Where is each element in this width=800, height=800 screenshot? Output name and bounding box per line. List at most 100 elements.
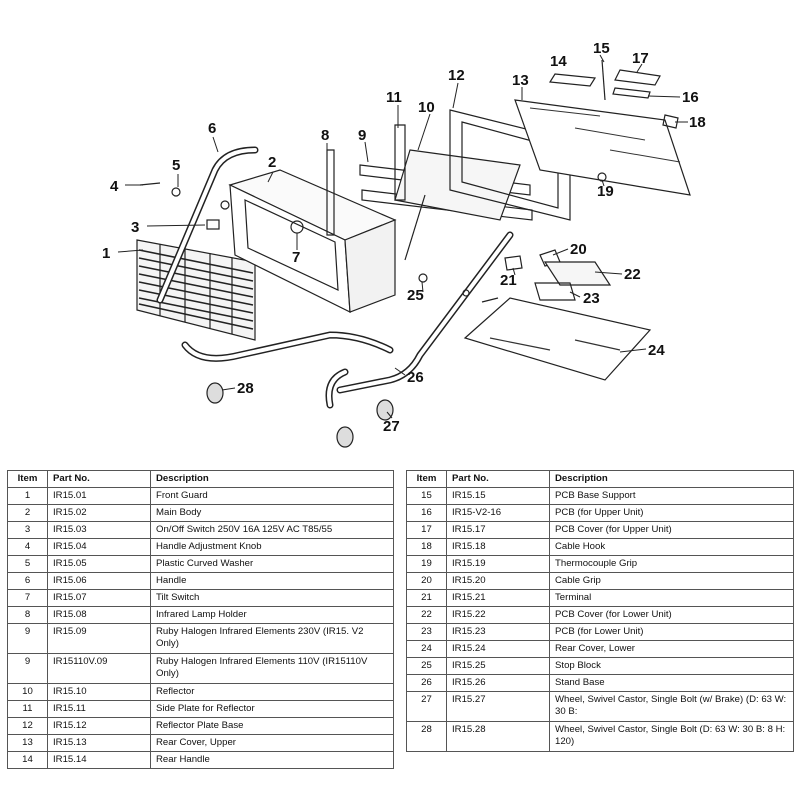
item-cell: 5	[7, 555, 48, 573]
description-cell: Handle Adjustment Knob	[150, 538, 394, 556]
description-cell: PCB Cover (for Lower Unit)	[549, 606, 794, 624]
part-no-cell: IR15.25	[446, 657, 550, 675]
lower-parts-drawing	[139, 172, 652, 381]
description-cell: Handle	[150, 572, 394, 590]
callout-21: 21	[500, 272, 517, 289]
description-cell: Side Plate for Reflector	[150, 700, 394, 718]
item-cell: 27	[406, 691, 447, 722]
header-part-no: Part No.	[47, 470, 151, 488]
item-cell: 6	[7, 572, 48, 590]
callout-23: 23	[583, 290, 600, 307]
callout-4: 4	[110, 178, 119, 195]
description-cell: PCB Base Support	[549, 487, 794, 505]
part-no-cell: IR15.04	[47, 538, 151, 556]
callout-10: 10	[418, 99, 435, 116]
description-cell: Stop Block	[549, 657, 794, 675]
item-cell: 12	[7, 717, 48, 735]
part-no-cell: IR15.15	[446, 487, 550, 505]
leader-lines	[117, 54, 688, 419]
callout-6: 6	[208, 120, 216, 137]
item-cell: 22	[406, 606, 447, 624]
part-no-cell: IR15.21	[446, 589, 550, 607]
item-cell: 8	[7, 606, 48, 624]
callout-14: 14	[550, 53, 567, 70]
part-no-cell: IR15.06	[47, 572, 151, 590]
part-no-cell: IR15.18	[446, 538, 550, 556]
callout-16: 16	[682, 89, 699, 106]
item-cell: 10	[7, 683, 48, 701]
header-description: Description	[549, 470, 794, 488]
part-no-cell: IR15.22	[446, 606, 550, 624]
description-cell: Tilt Switch	[150, 589, 394, 607]
item-cell: 25	[406, 657, 447, 675]
item-cell: 11	[7, 700, 48, 718]
description-cell: Rear Cover, Upper	[150, 734, 394, 752]
item-cell: 24	[406, 640, 447, 658]
description-cell: Ruby Halogen Infrared Elements 230V (IR1…	[150, 623, 394, 654]
part-no-cell: IR15.10	[47, 683, 151, 701]
item-cell: 3	[7, 521, 48, 539]
item-cell: 13	[7, 734, 48, 752]
part-no-cell: IR15.17	[446, 521, 550, 539]
exploded-view-diagram: 1 2 3 4 5 6 7 8 9 10 11 12 13 14 15 16 1…	[102, 40, 706, 448]
item-cell: 9	[7, 653, 48, 684]
description-cell: Cable Grip	[549, 572, 794, 590]
main-body-drawing	[228, 169, 397, 314]
description-cell: Plastic Curved Washer	[150, 555, 394, 573]
part-no-cell: IR15.09	[47, 623, 151, 654]
callout-19: 19	[597, 183, 614, 200]
description-cell: Infrared Lamp Holder	[150, 606, 394, 624]
callout-numbers: 1 2 3 4 5 6 7 8 9 10 11 12 13 14 15 16 1…	[102, 40, 706, 435]
callout-7: 7	[292, 249, 300, 266]
part-no-cell: IR15.05	[47, 555, 151, 573]
part-no-cell: IR15.27	[446, 691, 550, 722]
part-no-cell: IR15-V2-16	[446, 504, 550, 522]
part-no-cell: IR15.14	[47, 751, 151, 769]
item-cell: 23	[406, 623, 447, 641]
part-no-cell: IR15.02	[47, 504, 151, 522]
callout-3: 3	[131, 219, 139, 236]
callout-24: 24	[648, 342, 665, 359]
callout-27: 27	[383, 418, 400, 435]
description-cell: Reflector Plate Base	[150, 717, 394, 735]
description-cell: Wheel, Swivel Castor, Single Bolt (w/ Br…	[549, 691, 794, 722]
item-cell: 2	[7, 504, 48, 522]
header-item: Item	[7, 470, 48, 488]
description-cell: Main Body	[150, 504, 394, 522]
part-no-cell: IR15.23	[446, 623, 550, 641]
callout-1: 1	[102, 245, 110, 262]
description-cell: Stand Base	[549, 674, 794, 692]
description-cell: Rear Cover, Lower	[549, 640, 794, 658]
header-item: Item	[406, 470, 447, 488]
callout-9: 9	[358, 127, 366, 144]
item-cell: 28	[406, 721, 447, 752]
rear-cover-upper-drawing	[514, 59, 691, 196]
item-cell: 17	[406, 521, 447, 539]
callout-28: 28	[237, 380, 254, 397]
callout-26: 26	[407, 369, 424, 386]
item-cell: 18	[406, 538, 447, 556]
item-cell: 19	[406, 555, 447, 573]
